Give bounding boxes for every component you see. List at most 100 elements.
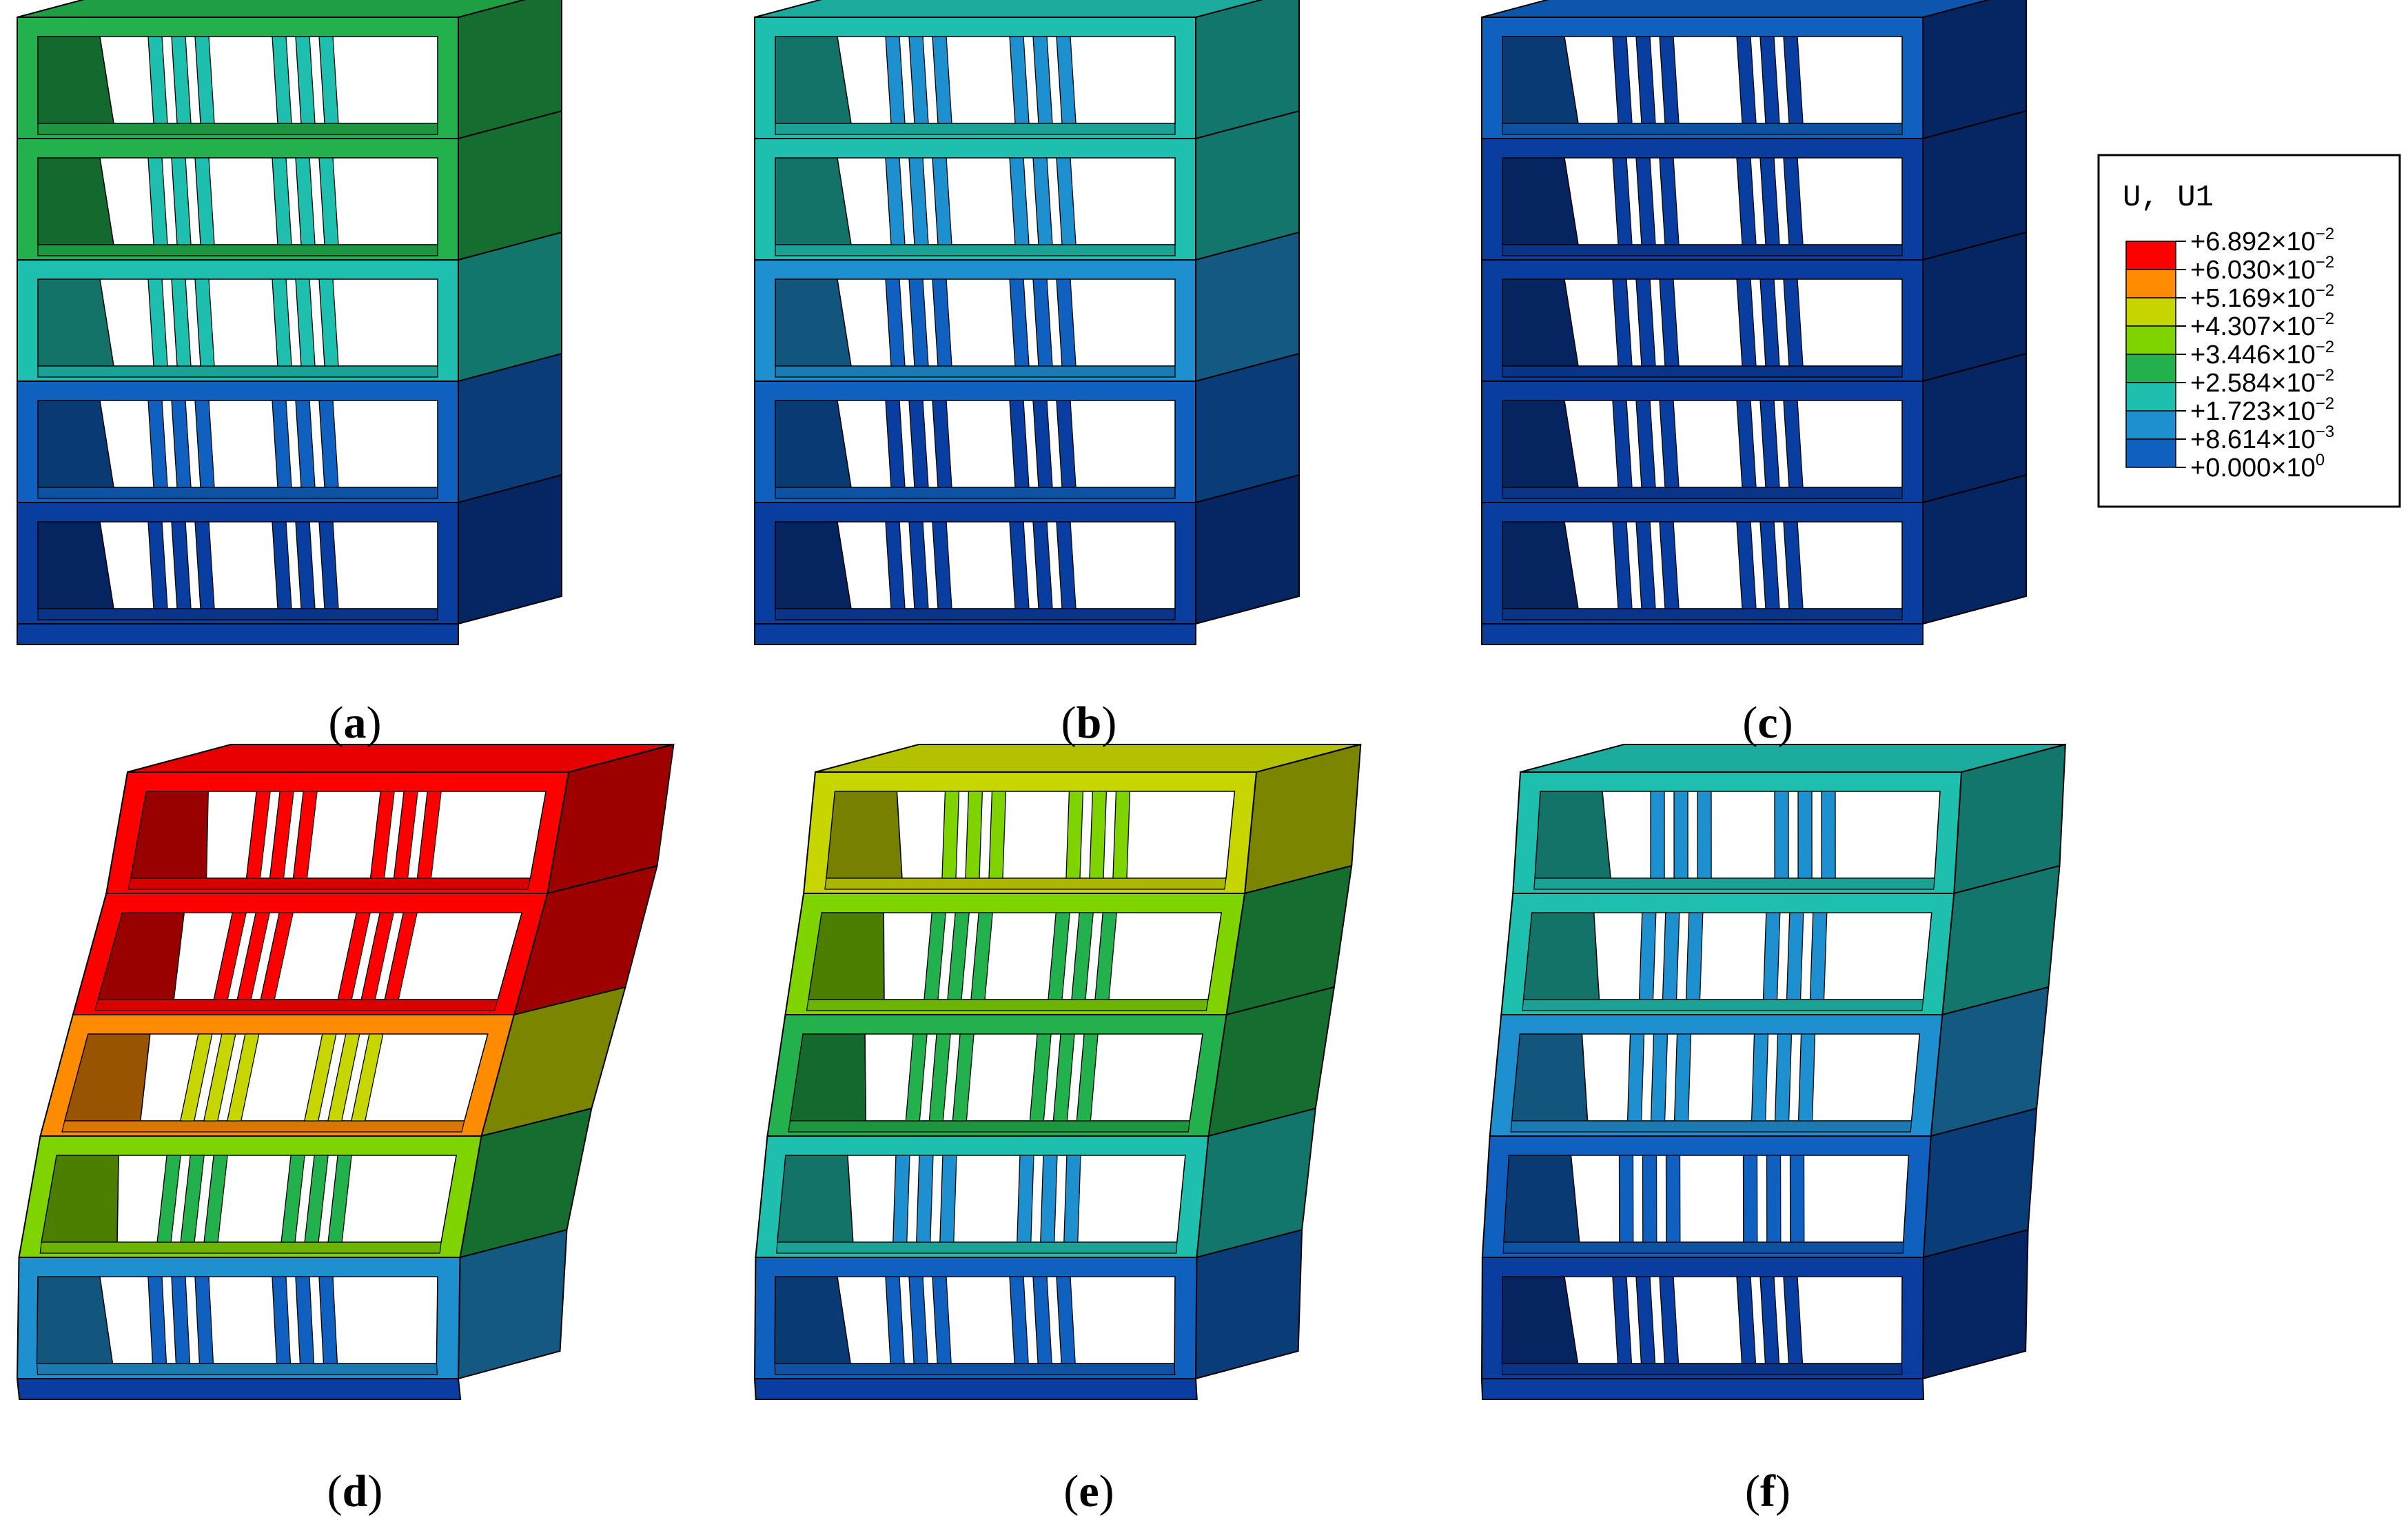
column [295,157,316,245]
column [1009,521,1030,609]
column [1635,1276,1656,1364]
column [1017,1155,1034,1243]
column [304,1155,329,1243]
column [1635,278,1656,367]
column [272,400,292,488]
column [180,1155,205,1243]
building-panel-d [16,743,675,1400]
column [280,1155,305,1243]
column [1009,157,1030,245]
column [1638,912,1657,1000]
roof [1481,0,1990,18]
caption-d: (d) [327,1466,383,1517]
column [194,157,215,245]
column [260,912,294,1000]
column [147,1276,167,1364]
column [952,1033,975,1122]
legend-swatches [2125,241,2176,468]
inner-wall [808,912,885,1000]
column [1659,278,1680,367]
floor-slab [775,608,1176,620]
base-slab [16,1378,462,1400]
legend-label: +6.030×10−2 [2190,253,2334,285]
column [171,278,192,367]
column [318,36,339,124]
legend-label: +3.446×10−2 [2190,338,2334,369]
column [318,1276,338,1364]
column [327,1033,360,1122]
floor-slab [776,1241,1178,1254]
column [318,400,339,488]
column [908,1276,928,1364]
roof [815,744,1360,773]
column [1659,400,1680,488]
caption-f: (f) [1745,1466,1790,1517]
floor-slab [1502,1241,1904,1254]
column [1112,791,1131,879]
column [147,36,168,124]
legend-label: +8.614×10−3 [2190,423,2334,454]
column [932,521,952,609]
column [1032,36,1053,124]
column [1821,791,1836,879]
column [932,157,952,245]
inner-wall [36,1276,114,1364]
column [1766,1155,1782,1243]
column [360,912,395,1000]
inner-wall [789,1033,867,1122]
legend-label: +5.169×10−2 [2190,281,2334,313]
legend-swatch [2125,297,2176,327]
column [295,36,316,124]
floor-slab [61,1120,465,1133]
column [1009,1276,1029,1364]
floor-slab [788,1120,1191,1133]
inner-wall [1502,1155,1580,1243]
column [227,1033,260,1122]
column [965,791,983,879]
column [885,278,906,367]
column [213,912,247,1000]
base-slab [17,623,459,645]
legend-swatch [2125,241,2176,270]
roof [17,0,526,18]
column [1032,400,1053,488]
column [337,912,371,1000]
column [272,278,292,367]
column [916,1155,934,1243]
column [1662,912,1680,1000]
column [351,1033,384,1122]
building-panel-f [1480,743,2066,1400]
column [1052,1033,1075,1122]
column [1063,1155,1081,1243]
column [1659,1276,1680,1364]
column [1032,157,1053,245]
caption-b: (b) [1061,698,1117,748]
base-slab [1480,1378,1925,1400]
column [1685,912,1704,1000]
column [1009,36,1030,124]
column [318,278,339,367]
column [1032,521,1053,609]
building-panel-e [753,743,1362,1400]
column [941,791,960,879]
floor-slab [1502,123,1903,135]
building-panel-a [17,0,562,645]
column [1673,1033,1692,1122]
column [1736,400,1757,488]
column [1009,400,1030,488]
caption-c: (c) [1742,698,1793,748]
column [1783,157,1804,245]
column [1056,36,1077,124]
column [1659,157,1680,245]
column [1612,400,1633,488]
column [1029,1033,1052,1122]
column [1612,1276,1633,1364]
column [1783,521,1804,609]
column [1056,1276,1076,1364]
column [1076,1033,1099,1122]
column [1056,157,1077,245]
column [932,278,952,367]
column [1626,1033,1645,1122]
column [272,157,292,245]
